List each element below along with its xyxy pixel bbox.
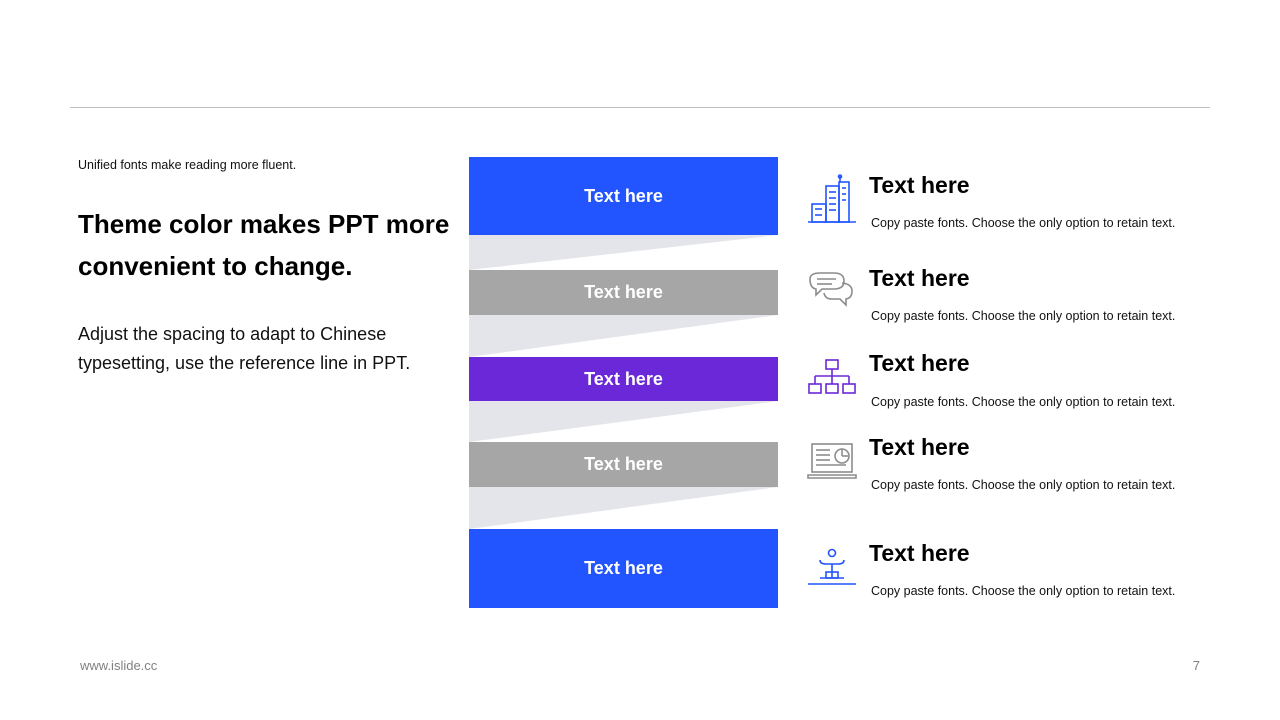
item-description: Copy paste fonts. Choose the only option… <box>871 395 1176 409</box>
footer-url: www.islide.cc <box>80 658 158 673</box>
item-description: Copy paste fonts. Choose the only option… <box>871 216 1176 230</box>
connector-3 <box>469 401 778 442</box>
step-bar-5: Text here <box>469 529 778 608</box>
slide-body-text: Adjust the spacing to adapt to Chinese t… <box>78 324 411 373</box>
item-title: Text here <box>869 350 970 376</box>
item-description: Copy paste fonts. Choose the only option… <box>871 478 1176 492</box>
zigzag-connector <box>469 235 778 529</box>
step-bar-3: Text here <box>469 357 778 401</box>
step-bar-4: Text here <box>469 442 778 487</box>
item-title: Text here <box>869 172 970 198</box>
item-description: Copy paste fonts. Choose the only option… <box>871 584 1176 598</box>
top-divider <box>70 107 1210 108</box>
page-number: 7 <box>1192 658 1200 673</box>
step-bar-label: Text here <box>584 368 663 389</box>
office-building-icon <box>806 174 858 226</box>
balance-scale-icon <box>806 544 858 596</box>
chat-bubbles-icon <box>806 267 858 319</box>
connector-1 <box>469 235 778 270</box>
slide-subtitle: Unified fonts make reading more fluent. <box>78 158 297 172</box>
step-bar-1: Text here <box>469 157 778 235</box>
org-chart-icon <box>806 356 858 408</box>
connector-4 <box>469 487 778 529</box>
step-bar-label: Text here <box>584 558 663 578</box>
step-bar-2: Text here <box>469 270 778 315</box>
step-bar-label: Text here <box>584 282 663 302</box>
connector-2 <box>469 315 778 357</box>
item-title: Text here <box>869 265 970 291</box>
item-title: Text here <box>869 434 970 460</box>
laptop-chart-icon <box>806 438 858 490</box>
item-title: Text here <box>869 540 970 566</box>
item-description: Copy paste fonts. Choose the only option… <box>871 309 1176 323</box>
step-bar-label: Text here <box>584 185 663 206</box>
slide-headline: Theme color makes PPT more convenient to… <box>78 209 450 281</box>
step-bar-label: Text here <box>584 454 663 474</box>
